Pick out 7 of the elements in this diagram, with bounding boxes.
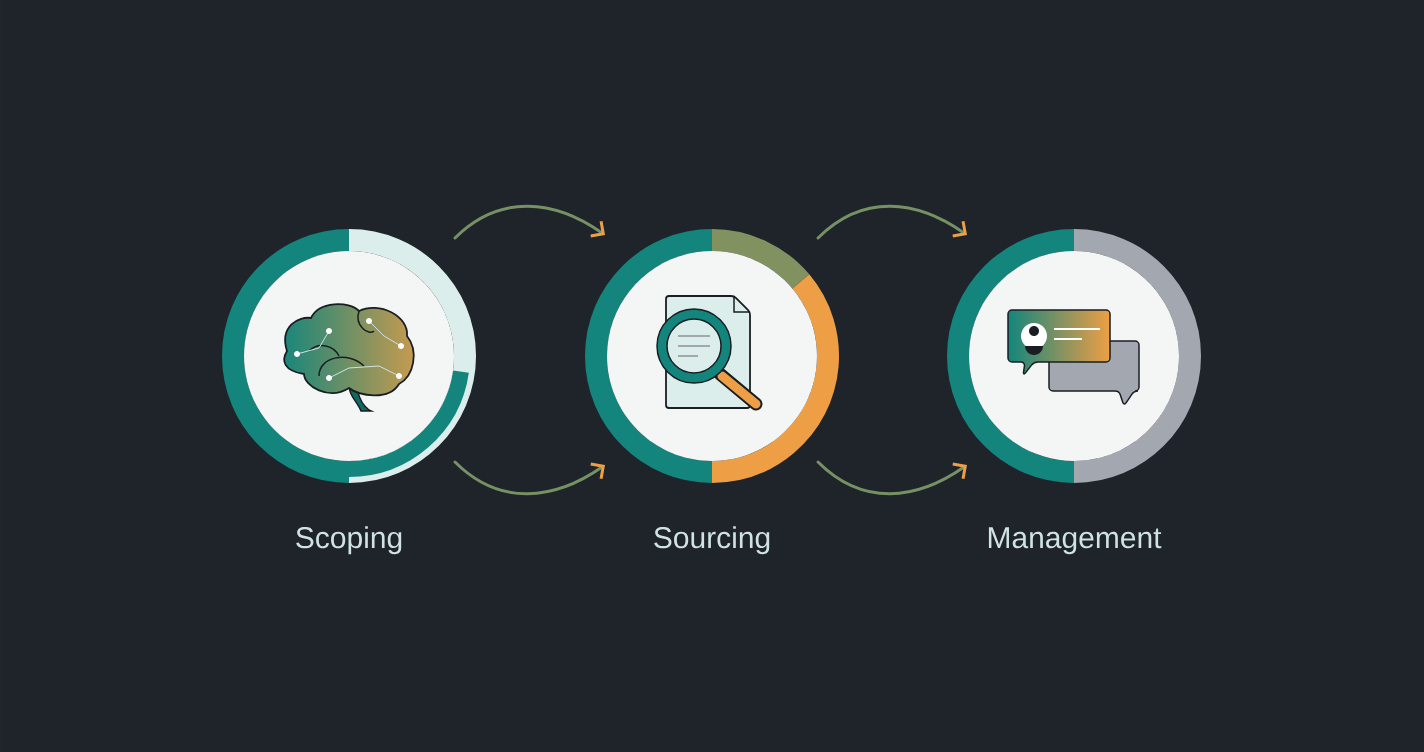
curved-arrow (816, 460, 967, 496)
step-label: Sourcing (654, 526, 770, 555)
curved-arrow (816, 204, 967, 240)
curved-arrow (453, 204, 605, 240)
step-label: Scoping (296, 526, 402, 555)
curved-arrow (453, 460, 605, 496)
step-label: Management (988, 527, 1162, 555)
